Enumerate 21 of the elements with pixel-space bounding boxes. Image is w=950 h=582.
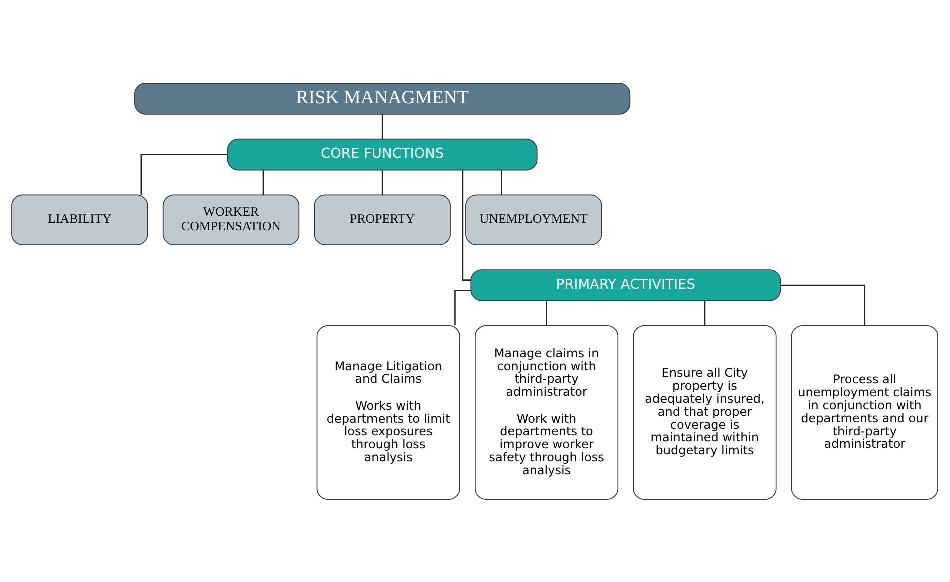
connector <box>780 284 866 326</box>
node-box: Ensure all City property is adequately insured, and that proper coverage is maintained within budgetary limits <box>633 324 777 500</box>
node-box: CORE FUNCTIONS <box>227 138 538 170</box>
node-box: UNEMPLOYMENT <box>466 194 602 245</box>
node-box: WORKER COMPENSATION <box>162 194 300 245</box>
connector <box>704 300 706 326</box>
node-box: RISK MANAGMENT <box>134 82 631 114</box>
connector <box>382 170 384 195</box>
connector <box>382 114 384 139</box>
node-box: PRIMARY ACTIVITIES <box>470 269 782 301</box>
connector <box>546 300 548 326</box>
node-box: Process all unemployment claims in conjunction with departments and our third-party administrator <box>791 324 938 500</box>
node-box: PROPERTY <box>314 194 451 245</box>
connector <box>462 170 472 280</box>
node-box: LIABILITY <box>12 194 148 245</box>
connector <box>454 290 471 326</box>
connector <box>140 154 228 195</box>
connector <box>262 170 264 195</box>
node-box: Manage Litigation and Claims Works with departments to limit loss exposures through loss analysis <box>316 324 460 500</box>
node-box: Manage claims in conjunction with third-party administrator Work with departments to improve worker safety through loss analysis <box>475 324 619 500</box>
connector <box>501 170 502 195</box>
